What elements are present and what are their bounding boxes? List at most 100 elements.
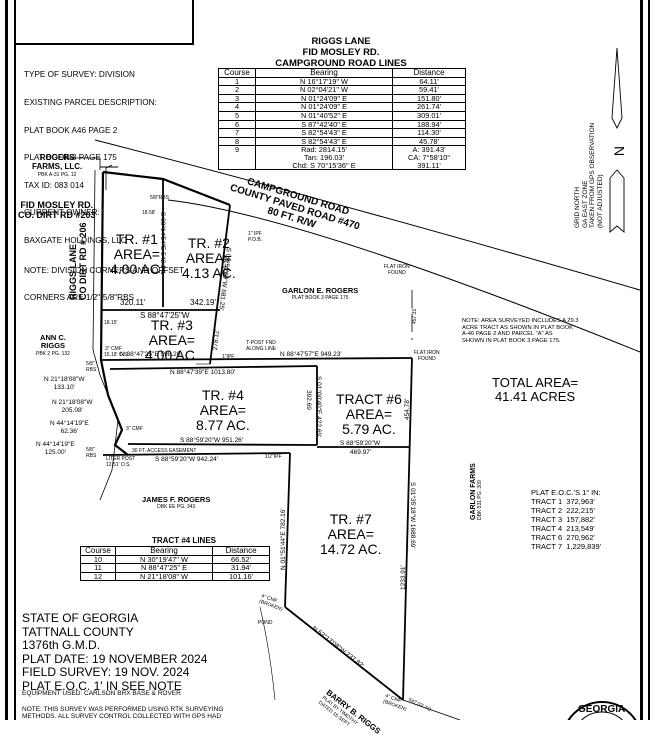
line-label: 454.78' — [404, 398, 411, 420]
note-line: (NOT ADJUSTED) — [596, 174, 604, 228]
cell: 59.41' — [392, 85, 466, 95]
north-letter: N — [611, 146, 627, 156]
owner-rogers-farms: ROGERS FARMS, LLC. PBK A-31 PG. 12 — [32, 153, 82, 180]
tract-6-label: TRACT #6 AREA= 5.79 AC. — [336, 392, 402, 437]
sheet-border-left — [5, 0, 8, 720]
marker-text: FLAT IRON — [384, 264, 410, 270]
access-easement-label: 30 FT. ACCESS EASEMENT — [132, 448, 197, 454]
marker-text: 5/8" — [86, 361, 95, 367]
eoc-row: TRACT 6 270,962' — [531, 533, 595, 542]
eoc-row: TRACT 4 213,549' — [531, 524, 595, 533]
road-table-title-line: FID MOSLEY RD. — [302, 47, 380, 58]
tract-2-label: TR. #2 AREA= 4.13 AC. — [182, 236, 236, 281]
note-line: A-46 PAGE 2 AND PARCEL "A" AS — [462, 331, 553, 338]
col-course: Course — [218, 68, 256, 78]
owner-ref: DBK 531 PG. 309 — [477, 480, 483, 520]
area-note: NOTE: AREA SURVEYED INCLUDES A 29.3 ACRE… — [462, 318, 579, 344]
note-line: SHOWN IN PLAT BOOK 3 PAGE 175. — [462, 337, 561, 344]
line-label: N 88°47'39"E 1013.80' — [170, 369, 236, 376]
cell: N 02°04'21" W — [255, 85, 393, 95]
curve-chord-dist: 391.11' — [417, 160, 441, 170]
line-label: S 00°14'54"E 542.14' — [159, 212, 166, 274]
cell: A: 391.43'CA: 7°58'10"391.11' — [392, 145, 466, 171]
cell: 309.01' — [392, 110, 466, 121]
road-name: RIGGS LANE — [68, 243, 78, 300]
owner-name: ROGERS — [39, 153, 75, 162]
road-table-title: RIGGS LANE FID MOSLEY RD. CAMPGROUND ROA… — [216, 36, 466, 69]
tract-7-label: TR. #7 AREA= 14.72 AC. — [320, 512, 382, 557]
marker-text: ALONG LINE — [246, 345, 277, 352]
tract-area-label: AREA= — [199, 402, 246, 418]
cell: 114.30' — [392, 128, 466, 138]
tract-area-label: AREA= — [185, 250, 232, 266]
ipf-marker: 1/2"IPF — [265, 454, 282, 460]
curve-rad: Rad: 2814.15' — [301, 145, 347, 155]
note-line: METHODS. ALL SURVEY CONTROL COLLECTED WI… — [22, 713, 222, 720]
tract-name: TRACT #6 — [336, 391, 402, 407]
label-line: N 44°14'19"E — [50, 420, 89, 427]
cell: 7 — [218, 128, 256, 138]
footer-line: 1376th G.M.D. — [22, 638, 101, 652]
owner-garlon-rogers: GARLON E. ROGERS PLAT BOOK 3 PAGE 175 — [282, 286, 358, 301]
cell: N 21°18'08" W — [115, 571, 213, 582]
owner-james-rogers: JAMES F. ROGERS DBK EE PG. 343 — [142, 495, 210, 510]
marker-text: FOUND — [417, 355, 436, 362]
marker-text: 1" IPF — [248, 231, 262, 237]
total-area-value: 41.41 ACRES — [494, 389, 576, 404]
owner-name: FARMS, LLC. — [32, 162, 83, 171]
info-line: CURRENT OWNER: — [24, 208, 100, 218]
cell: N 88°47'25" E — [115, 563, 213, 573]
tract-name: TR. #7 — [329, 511, 372, 527]
marker-text: 5/8" — [86, 447, 95, 453]
col-distance: Distance — [392, 68, 466, 78]
footer-line: TATTNALL COUNTY — [22, 624, 134, 639]
sheet-border-right — [640, 0, 643, 720]
note-line: NOTE: THIS SURVEY WAS PERFORMED USING RT… — [22, 706, 224, 713]
line-label: S 01°35'18"W 1688.69' — [409, 482, 416, 549]
ipf-marker: 1"IPF — [222, 354, 235, 360]
tract-area: 14.72 AC. — [320, 541, 382, 557]
label-line: N 44°14'19"E — [36, 441, 75, 448]
info-line: EXISTING PARCEL DESCRIPTION: — [24, 98, 157, 108]
info-line: TYPE OF SURVEY: DIVISION — [24, 70, 135, 80]
note-line: GRID NORTH — [574, 186, 581, 228]
cell: 5 — [218, 110, 256, 121]
footer-line: FIELD SURVEY: 19 NOV. 2024 — [22, 665, 190, 679]
line-label: N 01°51'44"E 782.16' — [280, 508, 287, 570]
total-area-label: TOTAL AREA= — [492, 375, 579, 390]
line-label: 18.58' — [142, 210, 156, 216]
cell: 2 — [218, 85, 256, 95]
tract-name: TR. #2 — [187, 235, 230, 251]
curve-chd: Chd: S 70°15'36" E — [292, 160, 356, 170]
survey-footer: STATE OF GEORGIA TATTNALL COUNTY 1376th … — [22, 611, 207, 693]
road-name: FID MOSLEY RD. — [20, 200, 94, 210]
owner-name: GARLON FARMS — [470, 463, 477, 520]
road-table-title-line: RIGGS LANE — [311, 36, 371, 47]
surveyor-seal: GEORGIA — [578, 704, 626, 715]
curve-tan: Tan: 196.03' — [303, 152, 345, 162]
eoc-row: TRACT 7 1,229,839' — [531, 542, 602, 551]
survey-info-block: TYPE OF SURVEY: DIVISION EXISTING PARCEL… — [24, 52, 184, 312]
cell: Rad: 2814.15'Tan: 196.03'Chd: S 70°15'36… — [255, 145, 393, 171]
tract-area: 5.79 AC. — [342, 421, 396, 437]
cell: 11 — [80, 563, 116, 573]
rbs-marker: 5/8"RBS — [86, 361, 96, 373]
info-line: PLAT BOOK 3 PAGE 175 — [24, 153, 117, 163]
cell: N 01°40'52" E — [255, 110, 393, 121]
owner-name: RIGGS — [40, 341, 66, 350]
marker-text: LITER POST — [106, 456, 136, 462]
owner-name: ANN C. — [40, 333, 66, 342]
line-label: 469.97' — [350, 449, 372, 456]
owner-name: GARLON E. ROGERS — [282, 286, 359, 295]
line-label: N 88°47'25"E 598.20' — [120, 351, 182, 358]
owner-name: JAMES F. ROGERS — [142, 495, 211, 504]
cell: 101.16' — [212, 571, 270, 582]
survey-linework: N — [65, 47, 641, 720]
